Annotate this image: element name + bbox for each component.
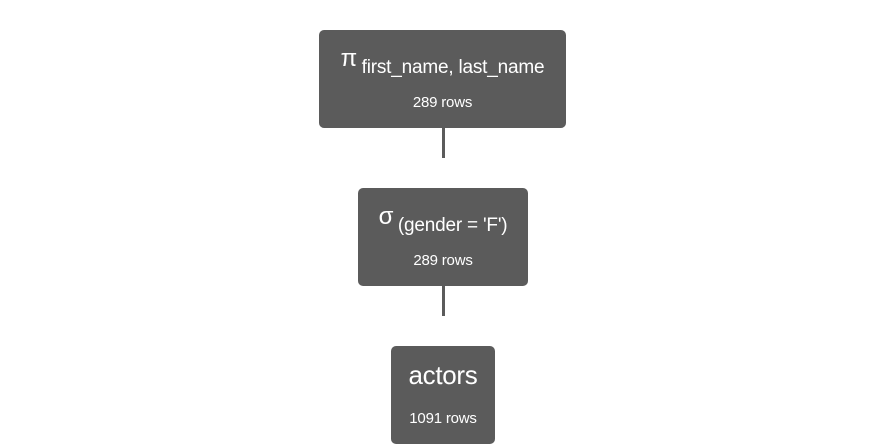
projection-header: π first_name, last_name bbox=[319, 44, 566, 78]
selection-condition: (gender = 'F') bbox=[397, 215, 508, 236]
selection-symbol: σ bbox=[378, 203, 394, 230]
selection-node: σ (gender = 'F') 289 rows bbox=[358, 188, 528, 286]
relation-name: actors bbox=[408, 360, 478, 390]
projection-attributes: first_name, last_name bbox=[361, 57, 545, 78]
projection-symbol: π bbox=[340, 45, 358, 72]
edge-selection-relation bbox=[442, 286, 445, 316]
relation-row-count: 1091 rows bbox=[409, 410, 477, 427]
edge-projection-selection bbox=[442, 128, 445, 158]
selection-row-count: 289 rows bbox=[413, 252, 473, 269]
projection-node: π first_name, last_name 289 rows bbox=[319, 30, 566, 128]
relation-node: actors 1091 rows bbox=[391, 346, 495, 444]
projection-row-count: 289 rows bbox=[412, 94, 473, 111]
relation-header: actors bbox=[391, 360, 495, 395]
selection-header: σ (gender = 'F') bbox=[358, 202, 528, 236]
